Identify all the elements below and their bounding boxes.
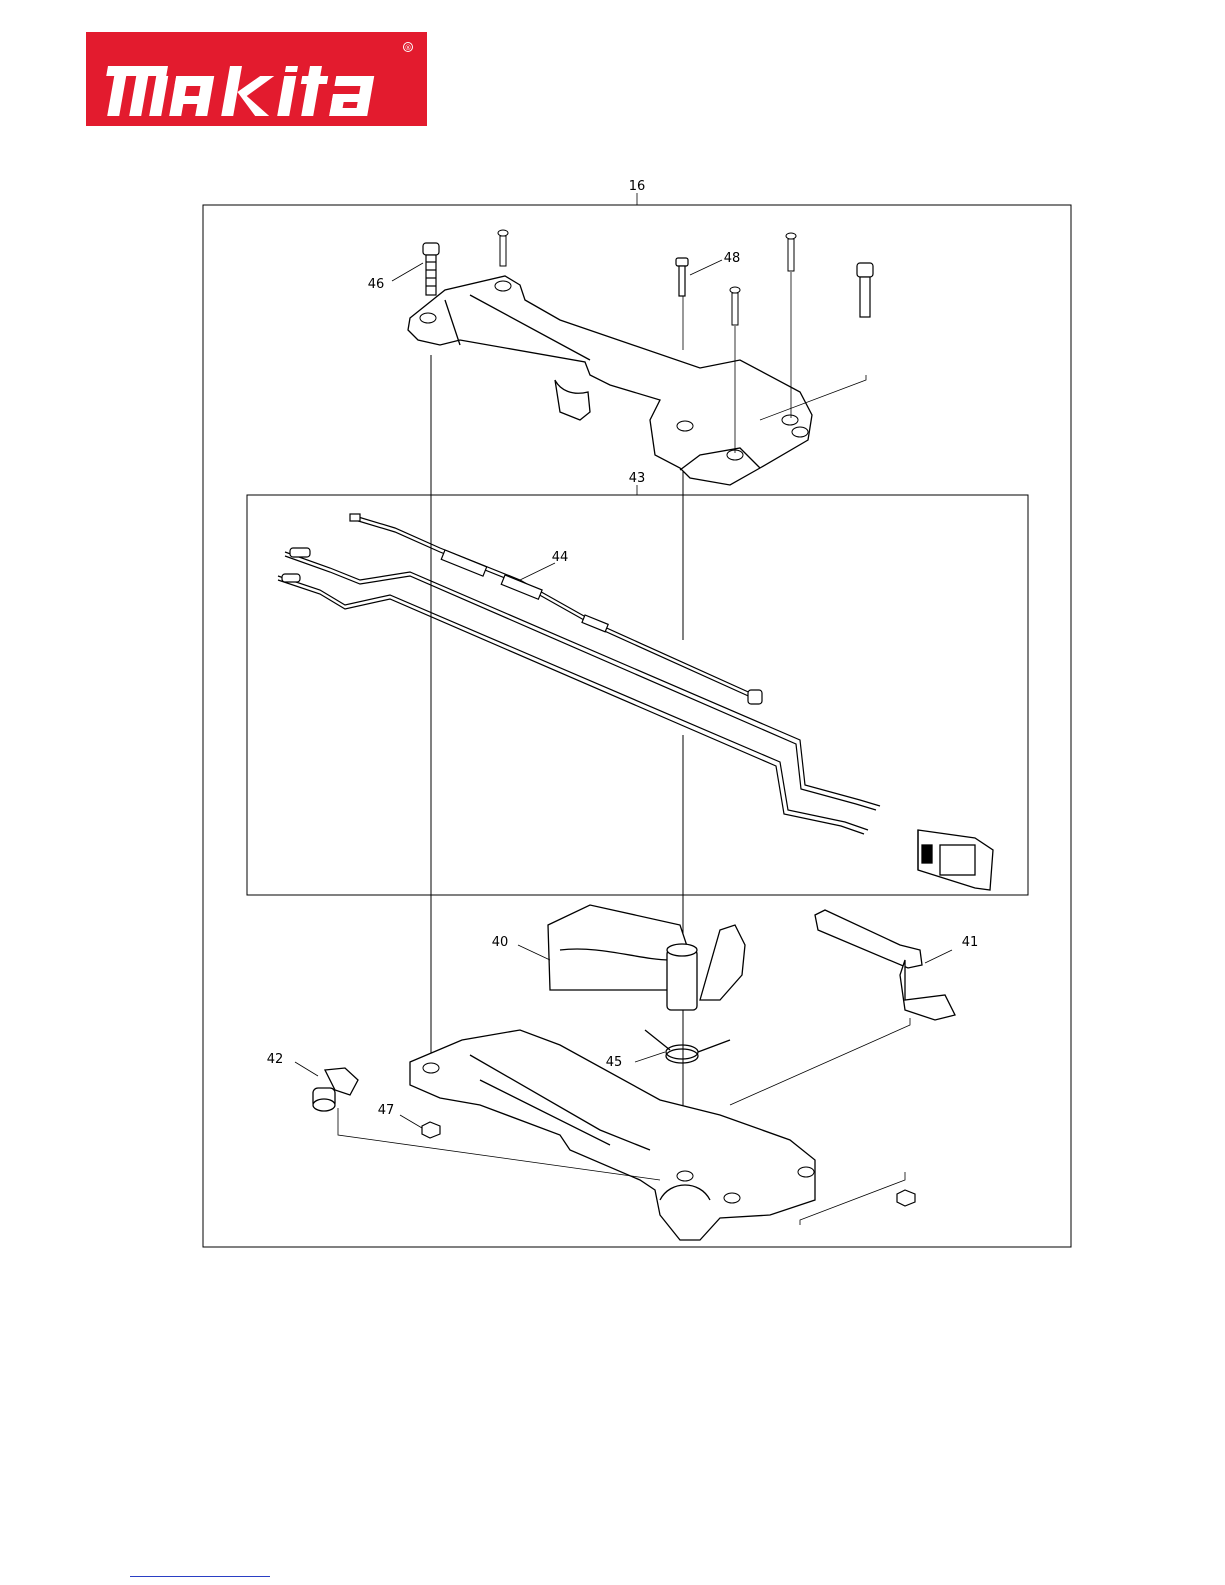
nut-47: [422, 1122, 440, 1138]
screw-top-left: [498, 230, 508, 266]
upper-handle-housing: [408, 276, 812, 485]
part-42: [313, 1068, 358, 1111]
subassembly-label: 43: [629, 471, 646, 486]
screw-right-long: [857, 263, 873, 317]
callout-44: 44: [552, 550, 569, 565]
nut-right: [897, 1190, 915, 1206]
lever-40: [548, 905, 745, 1010]
spring-45: [645, 1030, 730, 1063]
callout-48: 48: [724, 251, 741, 266]
callout-47: 47: [378, 1103, 395, 1118]
switch-block: [918, 830, 993, 890]
callout-45: 45: [606, 1055, 623, 1070]
screw-middle: [730, 287, 740, 325]
screw-right-short: [786, 233, 796, 271]
assembly-label: 16: [629, 179, 646, 194]
callout-40: 40: [492, 935, 509, 950]
trigger-41: [815, 910, 955, 1020]
screw-46: [423, 243, 439, 295]
screw-48: [676, 258, 688, 296]
callout-42: 42: [267, 1052, 284, 1067]
footer-link-underline: [130, 1576, 270, 1577]
callout-46: 46: [368, 277, 385, 292]
callout-41: 41: [962, 935, 979, 950]
subassembly-frame: [247, 495, 1028, 895]
wire-harness-44: [278, 514, 880, 834]
